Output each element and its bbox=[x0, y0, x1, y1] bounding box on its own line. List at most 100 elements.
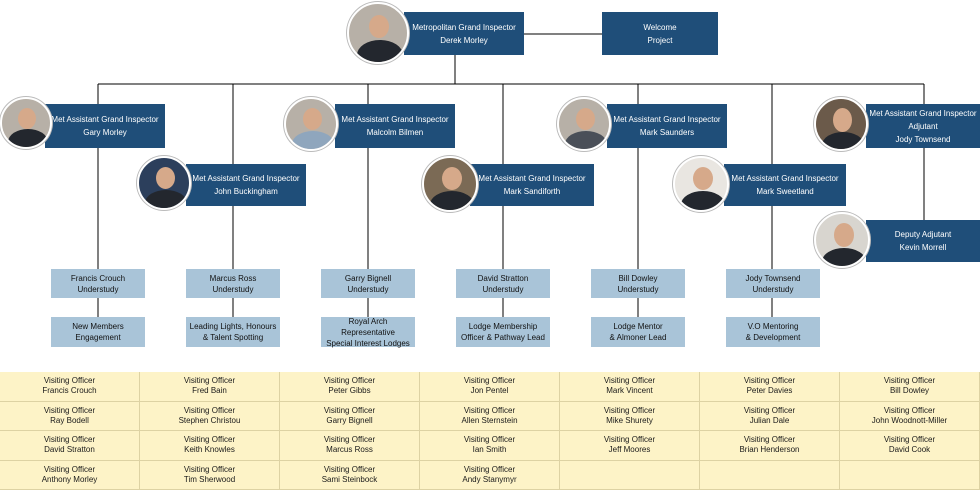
avatar-photo bbox=[673, 156, 729, 212]
visiting-officer-name: Marcus Ross bbox=[326, 445, 373, 455]
empty-cell bbox=[700, 460, 840, 490]
visiting-officer-label: Visiting Officer bbox=[323, 435, 376, 445]
portfolio-line: Special Interest Lodges bbox=[326, 338, 410, 348]
understudy-box: Jody Townsend Understudy bbox=[726, 269, 820, 298]
portfolio-line: & Almoner Lead bbox=[609, 333, 667, 342]
visiting-officer-name: Tim Sherwood bbox=[183, 474, 236, 484]
visiting-officer-label: Visiting Officer bbox=[883, 405, 936, 415]
visiting-officer-label: Visiting Officer bbox=[183, 464, 236, 474]
inspector-box: Met Assistant Grand Inspector Mark Sandi… bbox=[470, 164, 594, 206]
avatar-photo bbox=[137, 156, 191, 210]
box-title: Metropolitan Grand Inspector bbox=[412, 22, 516, 32]
portfolio-box: Leading Lights, Honours & Talent Spottin… bbox=[186, 317, 280, 347]
box-title: Met Assistant Grand Inspector bbox=[341, 115, 449, 124]
understudy-role: Understudy bbox=[752, 284, 794, 294]
visiting-officer-label: Visiting Officer bbox=[323, 405, 376, 415]
understudy-box: Francis Crouch Understudy bbox=[51, 269, 145, 298]
visiting-officer-label: Visiting Officer bbox=[463, 405, 516, 415]
avatar-photo bbox=[557, 97, 611, 151]
visiting-officer-name: Ian Smith bbox=[472, 445, 507, 455]
portfolio-line: Royal Arch bbox=[348, 316, 388, 326]
visiting-officer-name: Ray Bodell bbox=[50, 415, 89, 425]
inspector-box: Met Assistant Grand Inspector Gary Morle… bbox=[45, 104, 165, 148]
inspector-box: Met Assistant Grand Inspector Malcolm Bi… bbox=[335, 104, 455, 148]
avatar-photo bbox=[284, 97, 338, 151]
box-role: Adjutant bbox=[908, 121, 938, 131]
portfolio-line: & Development bbox=[745, 333, 801, 342]
visiting-officer-name: Bill Dowley bbox=[889, 386, 930, 396]
box-name: Kevin Morrell bbox=[899, 243, 947, 252]
visiting-officer-name: Brian Henderson bbox=[739, 445, 800, 455]
visiting-officer-label: Visiting Officer bbox=[463, 435, 516, 445]
portfolio-line: Representative bbox=[341, 327, 395, 337]
box-name: Jody Townsend bbox=[895, 134, 951, 144]
portfolio-line: New Members bbox=[72, 322, 124, 331]
portfolio-box: New Members Engagement bbox=[51, 317, 145, 347]
metropolitan-grand-inspector-box: Metropolitan Grand Inspector Derek Morle… bbox=[404, 12, 524, 55]
visiting-officer-label: Visiting Officer bbox=[603, 435, 656, 445]
understudy-role: Understudy bbox=[617, 284, 659, 294]
portfolio-line: V.O Mentoring bbox=[747, 322, 799, 331]
understudy-name: Jody Townsend bbox=[745, 273, 801, 283]
visiting-officer-name: Jon Pentel bbox=[470, 386, 509, 396]
visiting-officer-label: Visiting Officer bbox=[43, 376, 96, 386]
visiting-officer-name: Garry Bignell bbox=[326, 415, 373, 425]
visiting-officer-label: Visiting Officer bbox=[603, 376, 656, 386]
understudy-name: Garry Bignell bbox=[344, 273, 392, 283]
visiting-officer-label: Visiting Officer bbox=[323, 376, 376, 386]
understudy-box: David Stratton Understudy bbox=[456, 269, 550, 298]
box-name: Derek Morley bbox=[440, 35, 488, 45]
box-title: Met Assistant Grand Inspector bbox=[613, 115, 721, 124]
visiting-officer-label: Visiting Officer bbox=[43, 405, 96, 415]
portfolio-line: Officer & Pathway Lead bbox=[461, 333, 545, 342]
visiting-officer-name: Sami Steinbock bbox=[321, 474, 378, 484]
visiting-officer-label: Visiting Officer bbox=[603, 405, 656, 415]
understudy-name: David Stratton bbox=[477, 273, 529, 283]
welcome-line2: Project bbox=[647, 35, 673, 45]
deputy-adjutant-box: Deputy Adjutant Kevin Morrell bbox=[866, 220, 980, 262]
visiting-officer-label: Visiting Officer bbox=[883, 376, 936, 386]
inspector-box: Met Assistant Grand Inspector John Bucki… bbox=[186, 164, 306, 206]
empty-cell bbox=[560, 460, 700, 490]
visiting-officer-name: Andy Stanymyr bbox=[462, 474, 517, 484]
avatar-photo bbox=[814, 212, 870, 268]
understudy-name: Francis Crouch bbox=[70, 273, 126, 283]
visiting-officer-label: Visiting Officer bbox=[183, 376, 236, 386]
visiting-officer-name: Keith Knowles bbox=[184, 445, 235, 455]
visiting-officer-label: Visiting Officer bbox=[743, 405, 796, 415]
visiting-officer-label: Visiting Officer bbox=[743, 435, 796, 445]
avatar-photo bbox=[422, 156, 478, 212]
understudy-role: Understudy bbox=[482, 284, 524, 294]
visiting-officer-label: Visiting Officer bbox=[883, 435, 936, 445]
understudy-box: Marcus Ross Understudy bbox=[186, 269, 280, 298]
box-title: Deputy Adjutant bbox=[894, 230, 952, 239]
box-title: Met Assistant Grand Inspector bbox=[192, 174, 300, 183]
welcome-project-box: Welcome Project bbox=[602, 12, 718, 55]
portfolio-line: Engagement bbox=[75, 333, 121, 342]
understudy-box: Bill Dowley Understudy bbox=[591, 269, 685, 298]
box-name: Malcolm Bilmen bbox=[366, 128, 424, 137]
box-name: Gary Morley bbox=[83, 128, 127, 137]
box-title: Met Assistant Grand Inspector bbox=[869, 108, 977, 118]
visiting-officer-label: Visiting Officer bbox=[463, 376, 516, 386]
box-name: Mark Saunders bbox=[639, 128, 695, 137]
box-title: Met Assistant Grand Inspector bbox=[51, 115, 159, 124]
visiting-officer-label: Visiting Officer bbox=[463, 464, 516, 474]
visiting-officer-label: Visiting Officer bbox=[743, 376, 796, 386]
portfolio-box: Lodge Membership Officer & Pathway Lead bbox=[456, 317, 550, 347]
